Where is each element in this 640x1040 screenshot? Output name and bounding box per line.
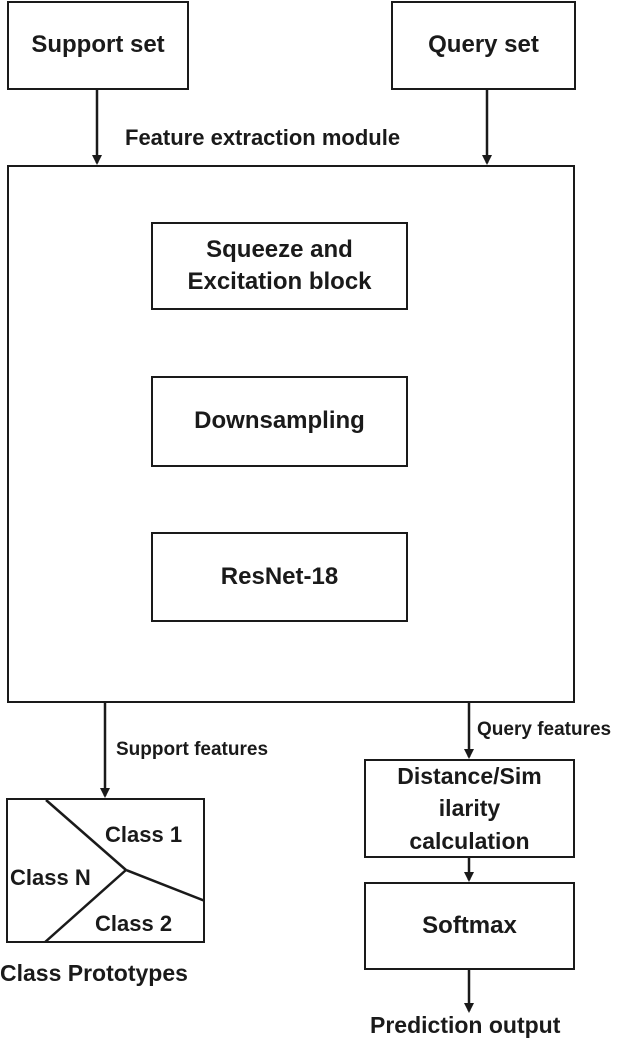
- downsampling-label: Downsampling: [194, 407, 365, 435]
- distance-line2: ilarity: [438, 795, 501, 822]
- distance-line1: Distance/Sim: [397, 763, 542, 790]
- prediction-output-label: Prediction output: [370, 1012, 561, 1038]
- distance-calculation-box: Distance/Sim ilarity calculation: [364, 759, 575, 858]
- query-features-label: Query features: [477, 719, 612, 740]
- class-prototypes-caption: Class Prototypes: [0, 960, 188, 986]
- se-block-box: Squeeze and Excitation block: [151, 222, 408, 310]
- class-n-label: Class N: [10, 865, 91, 890]
- class-prototypes-box: Class 1 Class N Class 2: [6, 798, 205, 943]
- se-block-line1: Squeeze and: [206, 235, 353, 263]
- se-block-line2: Excitation block: [187, 268, 372, 295]
- class-2-label: Class 2: [95, 911, 173, 936]
- distance-line3: calculation: [409, 827, 530, 854]
- feature-module-title: Feature extraction module: [125, 125, 401, 150]
- support-set-label: Support set: [31, 31, 165, 59]
- resnet-box: ResNet-18: [151, 532, 408, 622]
- support-set-box: Support set: [7, 1, 189, 90]
- class-1-label: Class 1: [105, 822, 183, 847]
- query-set-box: Query set: [391, 1, 576, 90]
- resnet-label: ResNet-18: [220, 562, 339, 590]
- downsampling-box: Downsampling: [151, 376, 408, 467]
- prototype-boundaries: [43, 799, 205, 943]
- support-features-label: Support features: [116, 739, 269, 760]
- query-set-label: Query set: [428, 31, 539, 59]
- softmax-box: Softmax: [364, 882, 575, 970]
- softmax-label: Softmax: [422, 911, 517, 939]
